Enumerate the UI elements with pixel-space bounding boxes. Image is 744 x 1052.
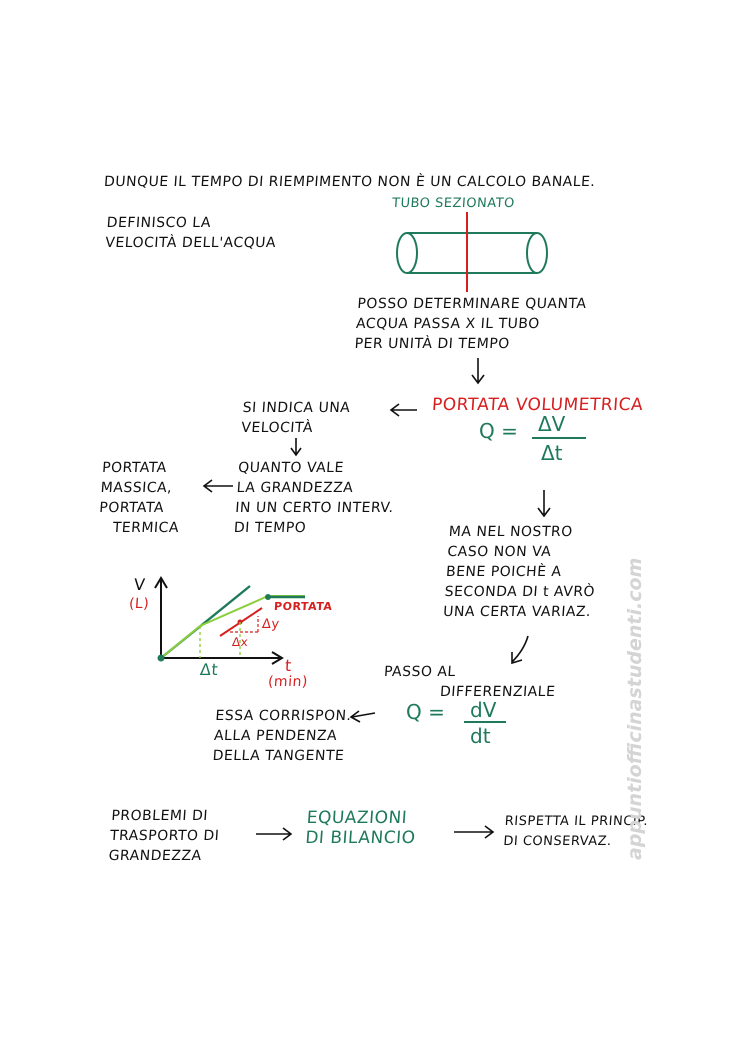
graph-x-axis [161, 651, 284, 665]
intro-text: DUNQUE IL TEMPO DI RIEMPIMENTO NON È UN … [103, 174, 596, 190]
graph-x-unit: (min) [267, 674, 309, 690]
formula-q2-num: dV [470, 698, 497, 722]
graph-y-unit: (L) [128, 596, 150, 612]
nel-nostro-caso: MA NEL NOSTRO CASO NON VA BENE POICHÈ A … [442, 524, 596, 620]
formula-q-num: ΔV [538, 412, 566, 436]
watermark: appuntiofficinastudenti.com [624, 557, 646, 860]
quanto-vale: QUANTO VALE LA GRANDEZZA IN UN CERTO INT… [233, 460, 395, 536]
tube-label: TUBO SEZIONATO [391, 196, 516, 211]
graph-delta-t: Δt [199, 660, 219, 679]
portate-list: PORTATA MASSICA, PORTATA TERMICA [97, 460, 180, 536]
differenziale: DIFFERENZIALE [439, 684, 556, 700]
flow-question: POSSO DETERMINARE QUANTA ACQUA PASSA X I… [354, 296, 588, 352]
formula-q-lhs: Q = [479, 419, 518, 443]
graph-delta-x: Δx [231, 635, 249, 649]
formula-q-den: Δt [541, 441, 563, 465]
velocity-definition: DEFINISCO LA VELOCITÀ DELL'ACQUA [104, 215, 277, 251]
passo-al: PASSO AL [383, 664, 457, 680]
essa-corrispon: ESSA CORRISPON. ALLA PENDENZA DELLA TANG… [212, 708, 353, 764]
graph-y-axis [154, 576, 168, 658]
equazioni-bilancio: EQUAZIONI DI BILANCIO [304, 808, 417, 848]
formula-q2-den: dt [470, 724, 491, 748]
indica-velocita: SI INDICA UNA VELOCITÀ [240, 400, 351, 436]
graph-delta-y: Δy [261, 617, 281, 632]
graph-portata-label: PORTATA [273, 600, 333, 613]
formula-q2-lhs: Q = [406, 700, 445, 724]
graph-y-label: V [133, 575, 147, 594]
problemi-trasporto: PROBLEMI DI TRASPORTO DI GRANDEZZA [108, 808, 220, 864]
flow-arrows [202, 358, 551, 841]
tube-drawing [396, 232, 548, 274]
graph [154, 576, 305, 665]
